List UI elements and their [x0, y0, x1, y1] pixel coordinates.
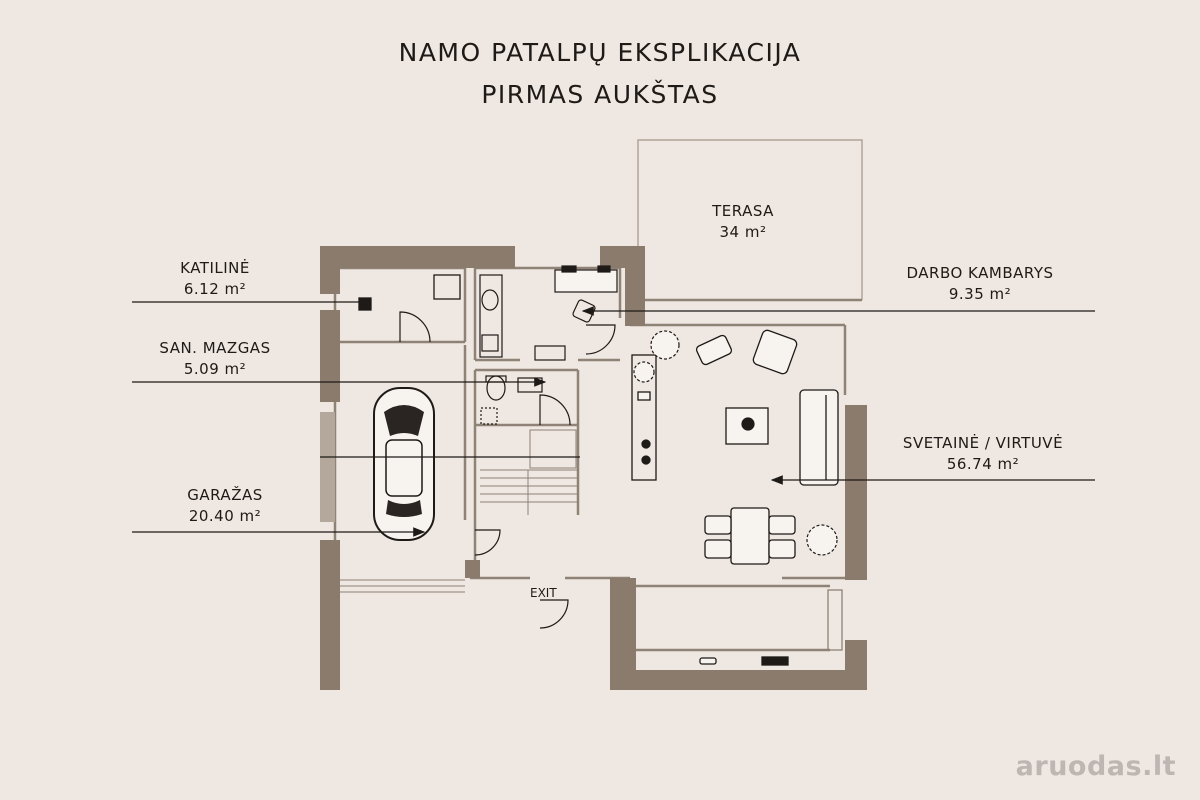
bathroom-fixtures	[480, 375, 543, 425]
plan-title: NAMO PATALPŲ EKSPLIKACIJA	[398, 38, 802, 67]
staircase	[480, 429, 578, 515]
room-label-darbo-kambarys: DARBO KAMBARYS 9.35 m²	[880, 263, 1080, 305]
interior-walls	[333, 266, 862, 690]
watermark-logo: aruodas.lt	[1015, 751, 1176, 782]
office-furniture	[479, 265, 618, 361]
room-name: SVETAINĖ / VIRTUVĖ	[902, 434, 1064, 452]
plan-subtitle: PIRMAS AUKŠTAS	[481, 80, 719, 109]
room-area: 6.12 m²	[183, 280, 247, 298]
room-area: 5.09 m²	[183, 360, 247, 378]
room-name: TERASA	[712, 202, 774, 220]
door-swings	[399, 311, 616, 629]
room-area: 9.35 m²	[948, 285, 1012, 303]
boiler-fixtures	[358, 274, 461, 311]
room-name: KATILINĖ	[180, 259, 250, 277]
room-name: GARAŽAS	[187, 486, 263, 504]
room-label-san-mazgas: SAN. MAZGAS 5.09 m²	[140, 338, 290, 380]
room-label-garazas: GARAŽAS 20.40 m²	[160, 485, 290, 527]
car-icon	[373, 387, 435, 541]
room-label-terasa: TERASA 34 m²	[668, 201, 818, 243]
garage-door	[340, 579, 465, 593]
room-label-katiline: KATILINĖ 6.12 m²	[150, 258, 280, 300]
leader-lines	[132, 297, 1095, 537]
room-area: 34 m²	[719, 223, 767, 241]
terrace-outline	[637, 139, 863, 300]
exit-label: EXIT	[530, 586, 557, 600]
exterior-walls	[320, 246, 867, 690]
room-label-svetaine-virtuve: SVETAINĖ / VIRTUVĖ 56.74 m²	[878, 433, 1088, 475]
living-room-furniture	[631, 329, 843, 666]
room-area: 20.40 m²	[188, 507, 262, 525]
room-name: DARBO KAMBARYS	[906, 264, 1054, 282]
plant-icon	[633, 330, 838, 556]
room-area: 56.74 m²	[946, 455, 1020, 473]
room-name: SAN. MAZGAS	[159, 339, 271, 357]
